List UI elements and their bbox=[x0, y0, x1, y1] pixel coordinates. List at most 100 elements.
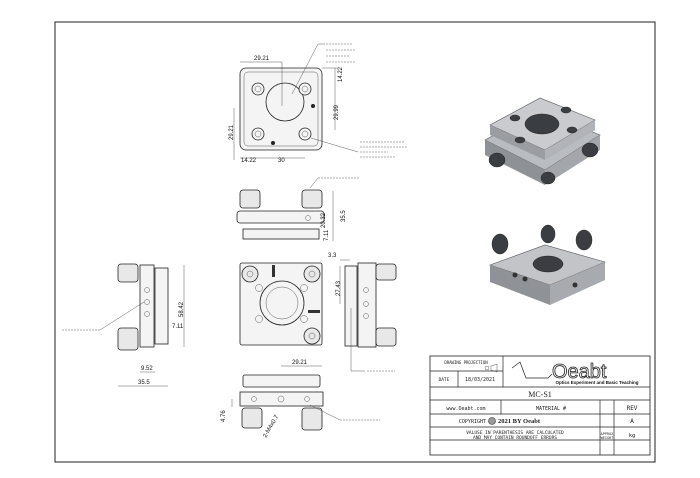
drawing-line bbox=[241, 407, 263, 429]
drawing-line bbox=[511, 361, 553, 379]
dimension-label: 4.76 bbox=[221, 410, 227, 422]
dimension-label: 20.32 bbox=[321, 212, 327, 228]
drawing-line bbox=[309, 177, 319, 189]
drawing-line bbox=[291, 43, 319, 95]
dimension-label: 7.11 bbox=[172, 324, 184, 330]
dimension-label: 29.99 bbox=[334, 104, 340, 120]
drawing-line bbox=[363, 301, 369, 307]
drawing-line bbox=[154, 267, 169, 345]
isometric-render-bottom bbox=[489, 224, 606, 305]
drawing-line bbox=[488, 152, 506, 168]
drawing-line bbox=[522, 276, 528, 282]
dimension-label: 30 bbox=[278, 158, 285, 164]
drawing-line bbox=[117, 263, 139, 283]
dimension-label: WEIGHT bbox=[601, 436, 615, 440]
drawing-line bbox=[301, 189, 323, 209]
drawing-line bbox=[304, 396, 310, 402]
drawing-line bbox=[298, 127, 312, 141]
drawing-line bbox=[271, 141, 275, 145]
drawing-line bbox=[512, 272, 518, 278]
drawing-line bbox=[251, 396, 257, 402]
copyright-label: COPYRIGHT bbox=[459, 419, 486, 425]
dimension-label: 29.21 bbox=[254, 56, 270, 62]
dimension-label: 7.11 bbox=[324, 229, 330, 241]
dimension-label: 29.21 bbox=[229, 124, 235, 140]
drawing-line bbox=[277, 395, 285, 403]
drawing-line bbox=[429, 355, 651, 456]
drawing-line bbox=[560, 106, 572, 114]
part-number: MC-S1 bbox=[528, 390, 552, 399]
drawing-line bbox=[272, 265, 275, 277]
dimension-label: 35.5 bbox=[138, 380, 150, 386]
drawing-line bbox=[303, 265, 321, 283]
dimension-label: AND MAY CONTAIN ROUNDOFF ERRORS bbox=[473, 435, 557, 441]
drawing-line bbox=[239, 189, 261, 209]
dimension-label: 29.21 bbox=[292, 360, 308, 366]
title-block: DRAWING PROJECTION DATE 18/03/2021 Oeabt… bbox=[429, 355, 651, 456]
drawing-line bbox=[545, 120, 595, 160]
sheet-border bbox=[54, 21, 656, 463]
front-view: 35.5 20.32 7.11 bbox=[236, 177, 360, 241]
date-value: 18/03/2021 bbox=[465, 377, 495, 383]
drawing-line bbox=[524, 113, 560, 135]
drawing-line bbox=[491, 233, 509, 255]
dimension-label: 2-M4x0.7 bbox=[263, 414, 281, 439]
date-label: DATE bbox=[439, 377, 450, 383]
isometric-render-top bbox=[484, 97, 601, 185]
drawing-line bbox=[509, 114, 521, 122]
drawing-projection-label: DRAWING PROJECTION bbox=[444, 360, 488, 365]
drawing-line bbox=[311, 104, 315, 108]
dimension-label: VALUSE IN PARENTHESIS ARE CALCULATED bbox=[466, 430, 564, 436]
drawing-line bbox=[298, 82, 312, 96]
dimension-label: 3.3 bbox=[328, 253, 337, 259]
drawing-line bbox=[265, 82, 305, 122]
weight-unit: kg bbox=[629, 433, 636, 439]
drawing-line bbox=[363, 287, 369, 293]
drawing-line bbox=[310, 137, 359, 153]
drawing-line bbox=[300, 315, 308, 323]
drawing-line bbox=[575, 229, 593, 251]
dimension-label: Optics Experiment and Basic Teaching bbox=[556, 380, 639, 385]
drawing-line bbox=[301, 407, 323, 431]
drawing-line bbox=[251, 82, 265, 96]
drawing-line bbox=[540, 171, 556, 185]
drawing-line bbox=[326, 43, 356, 63]
drawing-line bbox=[303, 327, 321, 345]
drawing-line bbox=[242, 374, 321, 388]
dimension-label: Oeabt bbox=[552, 361, 607, 383]
top-view: 29.21 14.22 29.99 29.21 14.22 30 bbox=[229, 43, 408, 164]
drawing-line bbox=[572, 282, 578, 288]
dimension-label: 58.42 bbox=[179, 301, 185, 317]
right-view: 3.3 27.43 bbox=[328, 253, 397, 372]
drawing-line bbox=[139, 264, 155, 348]
drawing-line bbox=[532, 255, 564, 273]
drawing-line bbox=[243, 71, 319, 147]
projection-symbol-icon bbox=[484, 363, 498, 373]
drawing-line bbox=[581, 142, 599, 158]
material-label: MATERIAL # bbox=[536, 406, 566, 412]
drawing-line bbox=[99, 301, 145, 331]
website-link: www.Oeabt.com bbox=[446, 406, 485, 412]
drawing-line bbox=[144, 299, 150, 305]
drawing-line bbox=[254, 130, 262, 138]
drawing-line bbox=[308, 270, 316, 278]
drawing-line bbox=[259, 280, 305, 326]
drawing-line bbox=[514, 136, 526, 144]
rear-view bbox=[239, 262, 323, 346]
drawing-line bbox=[309, 404, 341, 421]
drawing-line bbox=[254, 85, 262, 93]
drawing-line bbox=[375, 327, 397, 347]
drawing-line bbox=[484, 365, 490, 371]
drawing-line bbox=[550, 262, 605, 305]
drawing-line bbox=[485, 140, 545, 185]
rev-label: REV bbox=[627, 405, 638, 412]
drawing-line bbox=[540, 224, 556, 244]
copyright-icon bbox=[488, 417, 496, 425]
rev-value: A bbox=[630, 418, 634, 425]
dimension-label: 35.5 bbox=[341, 210, 347, 222]
drawing-line bbox=[236, 210, 325, 224]
drawing-line bbox=[241, 265, 259, 283]
left-view: 58.42 7.11 9.52 35.5 bbox=[62, 263, 185, 387]
drawing-line bbox=[308, 332, 316, 340]
dimension-label: APPROX bbox=[601, 432, 615, 436]
